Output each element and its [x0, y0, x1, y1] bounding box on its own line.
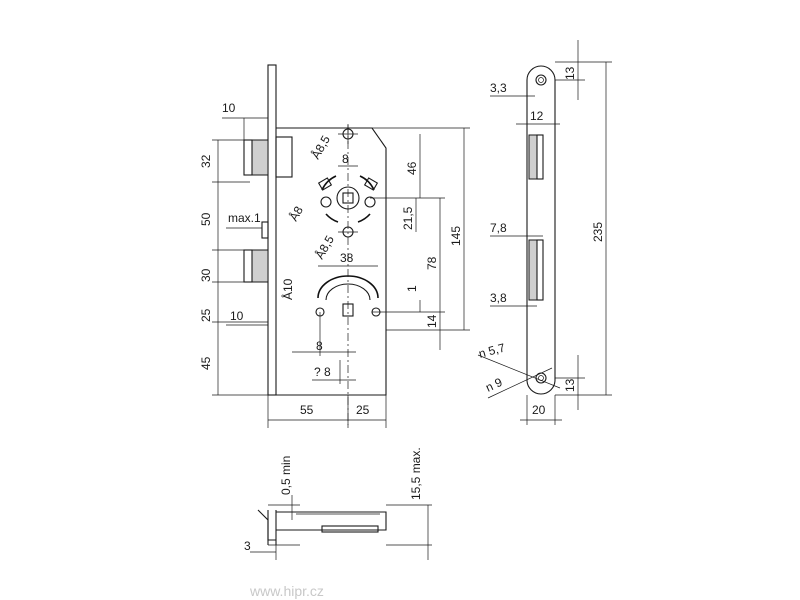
dim-45: 45 [199, 356, 213, 370]
dim-14: 14 [425, 314, 439, 328]
side-view: 3,3 13 12 7,8 235 3,8 n 5,7 n 9 13 20 [477, 40, 612, 425]
dim-20: 20 [532, 403, 546, 417]
dim-q8: ? 8 [314, 365, 331, 379]
dim-30: 30 [199, 268, 213, 282]
latch-housing [275, 136, 293, 178]
dim-25-bottom: 25 [356, 403, 370, 417]
deadbolt-slot [528, 239, 538, 301]
dim-3-8: 3,8 [490, 291, 507, 305]
dim-15-5-max: 15,5 max. [409, 447, 423, 500]
follower [317, 175, 379, 223]
dim-0-5-min: 0,5 min [279, 456, 293, 495]
dim-8-top: 8 [342, 152, 349, 166]
dim-hole-8-5-top: Å8,5 [308, 132, 333, 161]
dim-follower-8: Å8 [286, 203, 306, 223]
latch-bolt [251, 139, 269, 176]
dim-13-top: 13 [563, 66, 577, 80]
dim-3: 3 [244, 539, 251, 553]
dim-38: 38 [340, 251, 354, 265]
faceplate-top-hole [535, 74, 547, 86]
watermark: www.hipr.cz [249, 583, 324, 599]
dim-max1: max.1 [228, 211, 261, 225]
latch-slot [528, 134, 538, 180]
dim-145: 145 [449, 226, 463, 246]
faceplate [267, 64, 277, 396]
dim-3-3: 3,3 [490, 81, 507, 95]
dim-235: 235 [591, 222, 605, 242]
dim-55: 55 [300, 403, 314, 417]
front-view: 10 32 50 30 25 45 max.1 10 Å8,5 8 Å8 Å8,… [199, 64, 470, 428]
dim-n9: n 9 [483, 375, 504, 395]
dim-50: 50 [199, 212, 213, 226]
dead-bolt [251, 249, 269, 283]
dim-78: 78 [425, 256, 439, 270]
dim-hole-8-5-mid: Å8,5 [312, 232, 337, 261]
bottom-view: 0,5 min 15,5 max. 3 [244, 447, 432, 560]
dim-10-top: 10 [222, 101, 236, 115]
dim-21-5: 21,5 [401, 206, 415, 230]
dim-n5-7: n 5,7 [477, 340, 507, 361]
dim-12: 12 [530, 109, 544, 123]
dim-25: 25 [199, 308, 213, 322]
dim-13-bottom: 13 [563, 378, 577, 392]
dim-1: 1 [405, 285, 419, 292]
dim-10-bottom: 10 [230, 309, 244, 323]
lock-body [276, 127, 387, 396]
dim-32: 32 [199, 154, 213, 168]
dim-10-cyl: Å10 [280, 278, 295, 300]
bottom-profile [257, 509, 276, 541]
dim-7-8: 7,8 [490, 221, 507, 235]
dim-46: 46 [405, 161, 419, 175]
dim-8-bottom: 8 [316, 339, 323, 353]
